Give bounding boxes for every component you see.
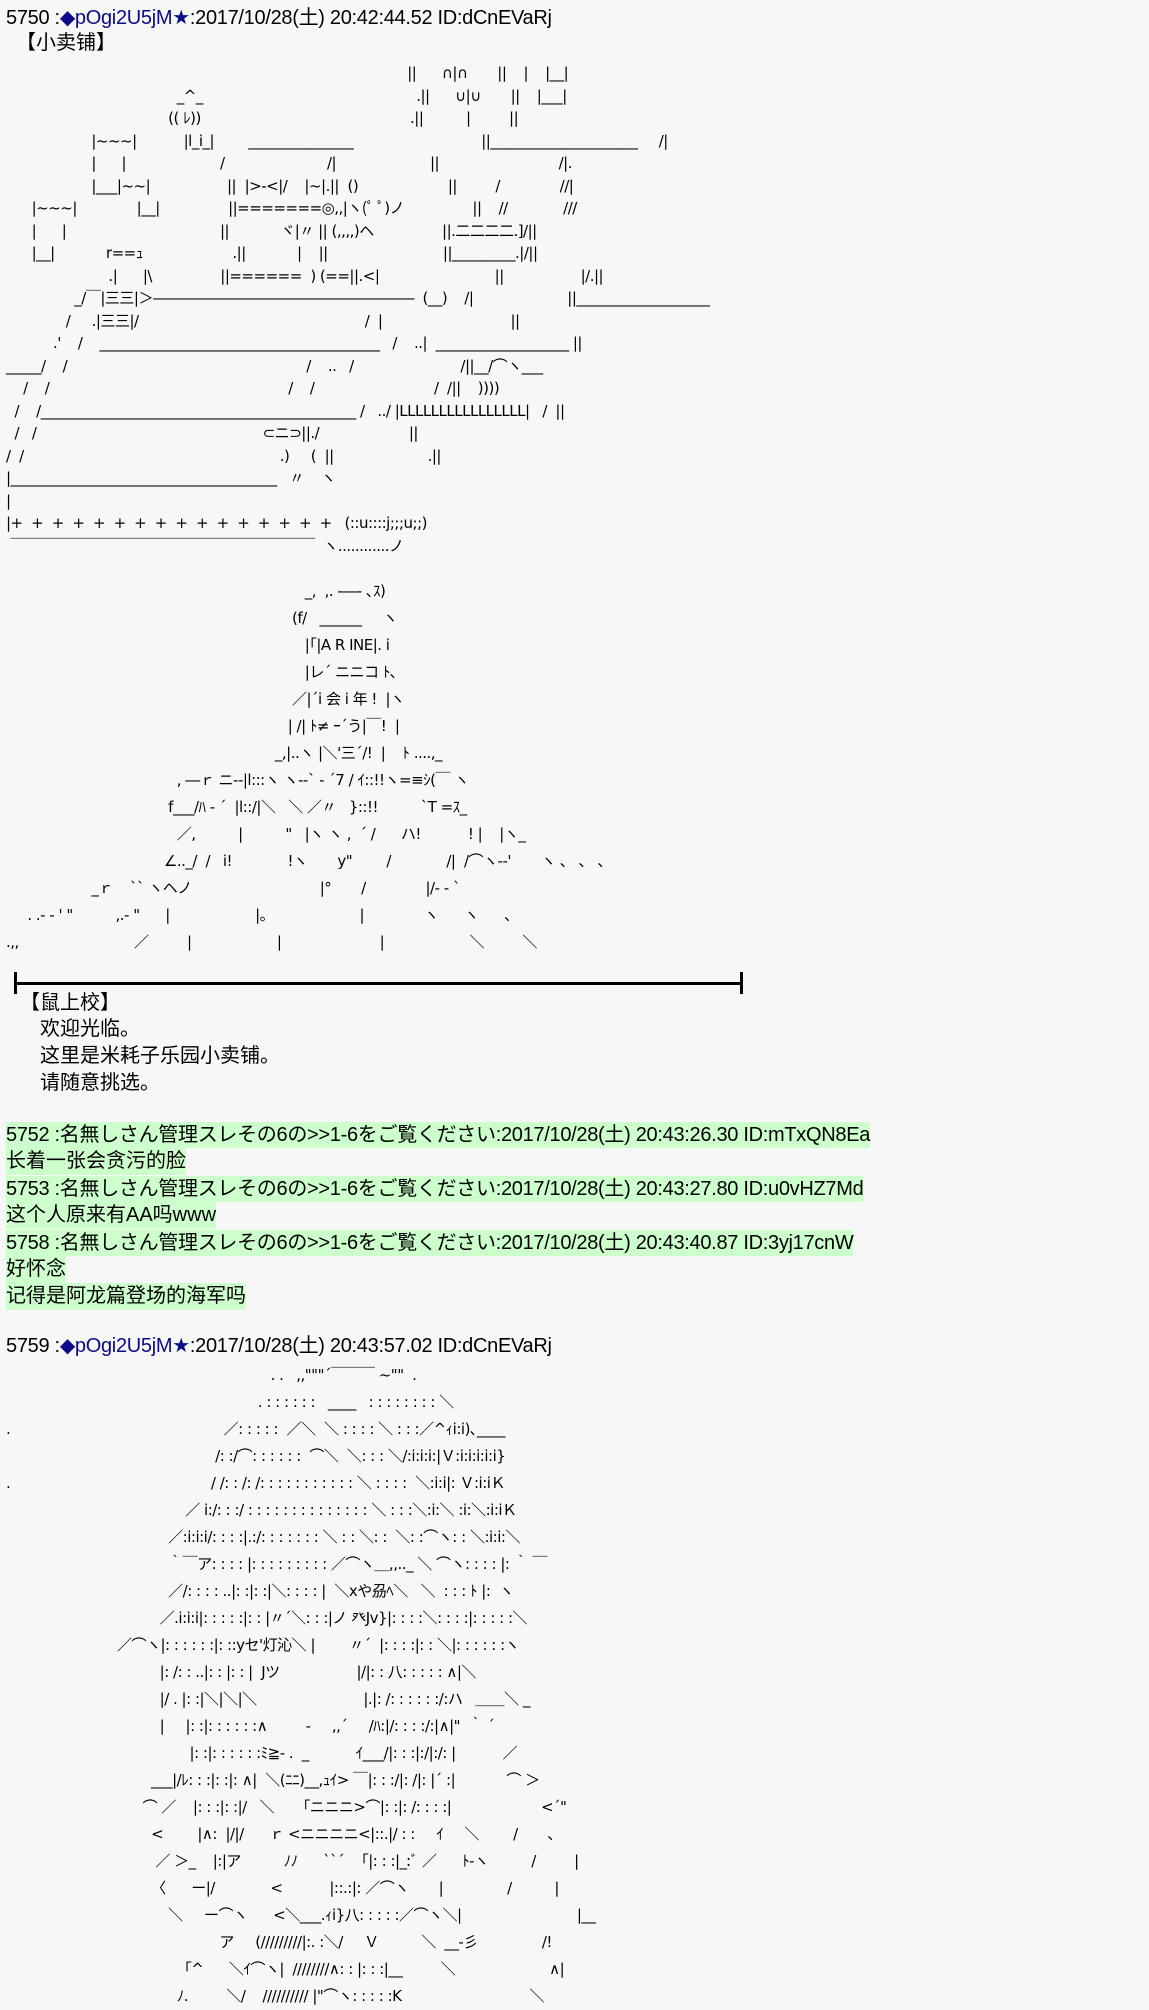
art-line: / / .) ( || .|| bbox=[6, 446, 441, 465]
art-line: ﾉ. ＼/ ////////// |"⌒ヽ: : : : :K ＼ bbox=[6, 1987, 545, 2005]
art-line: / .|三三|/ / | || bbox=[6, 311, 520, 330]
art-line: ∠.._/ / i! !ヽ y" / /| /⌒ヽ--' ヽ 、 、 、 bbox=[6, 852, 612, 870]
art-line: ⌒ ／ |: : :|: :|/ ＼ 「ニニニ>⌒|: :|: /: : : :… bbox=[6, 1798, 567, 1816]
post-date-id: :2017/10/28(土) 20:42:44.52 ID:dCnEVaRj bbox=[189, 7, 552, 29]
post-title: 【小卖铺】 bbox=[16, 32, 116, 54]
art-line: || ∩|∩ || | |__| bbox=[6, 64, 569, 82]
art-line: .| |\ ||====== ) (==||.<| || |/.|| bbox=[6, 266, 604, 285]
art-line: |: :|: : : : : :ﾐ≧- . _ ｲ___/|: : :|:/|:… bbox=[6, 1744, 518, 1762]
post-number: 5758 bbox=[6, 1232, 50, 1254]
art-line: . / /: : /: /: : : : : : : : : : : ＼ : :… bbox=[6, 1474, 505, 1492]
dialogue-line: 这里是米耗子乐园小卖铺。 bbox=[40, 1045, 280, 1067]
art-line: ア (/////////|:. :＼/ Ｖ ＼ __-彡 /! bbox=[6, 1933, 552, 1951]
art-line: ￣￣￣￣￣￣￣￣￣￣￣￣￣￣￣￣￣￣￣￣￣ ヽ............ノ bbox=[6, 536, 404, 555]
post-number: 5759 bbox=[6, 1335, 50, 1357]
art-line: |______________________________________ … bbox=[6, 469, 336, 487]
art-line: |レ´ ニニコ ﾄ､ bbox=[6, 663, 398, 681]
art-line: / / / / / /|| )))) bbox=[6, 379, 500, 397]
post-number: 5752 bbox=[6, 1124, 50, 1146]
art-line: , ―ｒ ニ-‐|l:::ヽ ヽ-‐` - ´7 / ｲ::!!ヽ=≡ｼ(￣ ヽ bbox=[6, 771, 470, 789]
star-icon: ★ bbox=[172, 1335, 190, 1357]
art-line: | |: :|: : : : : :∧ ‐ ,,´ /ﾊ:|/: : : :/:… bbox=[6, 1717, 495, 1735]
art-line: /: :/⌒: : : : : : ⌒＼ ＼: : : ＼/:i:i:i:|Ｖ:… bbox=[6, 1447, 506, 1465]
art-line: _^_ .|| ∪|∪ || |___| bbox=[6, 86, 568, 105]
art-line: ／ i:/: : :/ : : : : : : : : : : : : : : … bbox=[6, 1501, 517, 1519]
ascii-art-character: _, ,. -―- ､ｽ) (f/ ______ ヽ |｢|A R INE|. … bbox=[6, 578, 612, 956]
art-line: ／/: : : : ..|: :|: :|＼: : : : | ＼xや刕ﾍ＼ ＼… bbox=[6, 1582, 514, 1600]
separator-line bbox=[16, 982, 743, 985]
art-line: . . ,,"""´￣￣￣ ~"" . bbox=[6, 1366, 417, 1384]
art-line: |___|~~| || |>-<|/ |~|.|| () || / //| bbox=[6, 176, 574, 195]
post-number: 5750 bbox=[6, 7, 50, 29]
art-line: f___/ﾊ ‐ ´ |l::/|＼ ＼ ／〃 }::!! `T =ｽ_ bbox=[6, 798, 467, 816]
art-line: . .- ‐ ' " ,.- " | |。 | ヽ ヽ 、 bbox=[6, 906, 519, 924]
art-line: ／⌒ヽ|: : : : : :|: ::yセ'灯沁＼ | 〃´ |: : : :… bbox=[6, 1636, 520, 1654]
reply-text: 这个人原来有AA吗www bbox=[6, 1202, 217, 1229]
art-line: ｀￣ア: : : : |: : : : : : : : : ／⌒ヽ＿,,.._ … bbox=[6, 1555, 547, 1573]
art-line: .,, ／ | | | ＼ ＼ bbox=[6, 933, 537, 951]
art-line: |/ . |: :|＼|＼|＼ |.|: /: : : : : :/:ハ ＿＿＼… bbox=[6, 1690, 531, 1708]
poster-trip[interactable]: ◆pOgi2U5jM bbox=[59, 1335, 173, 1357]
art-line: .' / ___________________________________… bbox=[6, 334, 583, 352]
art-line: |__| r==ｭ .|| | || ||_________.|/|| bbox=[6, 244, 538, 262]
art-line: 〈 ー|/ < |::.:|: ／⌒ヽ | / | bbox=[6, 1879, 559, 1897]
art-line: | /| ﾄ≠ ｰ´う|￣! | bbox=[6, 717, 400, 735]
art-line: _,|..ヽ |＼'三´/! | ﾄ ....,_ bbox=[6, 744, 443, 762]
separator-end bbox=[14, 972, 17, 994]
art-line: | | || ヾ|〃 || (,,,,)ヘ ||.二二二二.]/|| bbox=[6, 221, 538, 240]
reply-header: 5753 :名無しさん管理スレその6の>>1-6をご覧ください:2017/10/… bbox=[6, 1176, 864, 1202]
art-line: . ／: : : : : ／＼ ＼ : : : : ＼ : : :／^ｨi:i)… bbox=[6, 1420, 505, 1438]
speaker-label: 【鼠上校】 bbox=[20, 992, 120, 1014]
art-line: _/￣|三三|＞―――――――――――――――――― (__) /| ||___… bbox=[6, 289, 710, 307]
reply-text: 好怀念 bbox=[6, 1256, 66, 1283]
art-line: . : : : : : : ____ : : : : : : : : ＼ bbox=[6, 1393, 454, 1411]
post-date-id: :2017/10/28(土) 20:43:57.02 ID:dCnEVaRj bbox=[189, 1335, 552, 1357]
art-line: ／:i:i:i/: : : :|.:/: : : : : : : ＼ : : ＼… bbox=[6, 1528, 520, 1546]
art-line: |｢|A R INE|. i bbox=[6, 636, 390, 654]
art-line: |~~~| |__| ||=======◎,,|ヽ(ﾟ ﾟ)ノ || // //… bbox=[6, 199, 578, 217]
art-line: |: /: : ..|: : |: : | Jツ |/|: : 八: : : :… bbox=[6, 1663, 477, 1681]
dialogue-line: 请随意挑选。 bbox=[40, 1072, 160, 1094]
art-line: | | / /| || /|. bbox=[6, 154, 572, 172]
post-number: 5753 bbox=[6, 1178, 50, 1200]
art-line: 「^ ＼ｲ⌒ヽ| ////////∧: : |: : :|__ ＼ ∧| bbox=[6, 1960, 565, 1978]
art-line: ／|´i 会 i 年 ! |ヽ bbox=[6, 690, 405, 708]
art-line: _ｒ `` ヽヘノ |° / |/- ‐ ` bbox=[6, 879, 460, 897]
reply-header: 5758 :名無しさん管理スレその6の>>1-6をご覧ください:2017/10/… bbox=[6, 1230, 854, 1256]
art-line: _, ,. -―- ､ｽ) bbox=[6, 582, 386, 600]
art-line: (( ﾚ)) .|| | || bbox=[6, 109, 519, 127]
reply-header: 5752 :名無しさん管理スレその6の>>1-6をご覧ください:2017/10/… bbox=[6, 1122, 871, 1148]
ascii-art-shop: || ∩|∩ || | |__| _^_ .|| ∪|∪ || |___| ((… bbox=[6, 62, 710, 557]
art-line: ／, | " |ヽ ヽ , ´ / ハ! ! | |ヽ_ bbox=[6, 825, 526, 843]
art-line: |+ + + + + + + + + + + + + + + + (::u:::… bbox=[6, 514, 427, 532]
art-line: | bbox=[6, 491, 11, 510]
art-line: / /_____________________________________… bbox=[6, 401, 566, 420]
art-line: < |∧: |/|/ ｒ <ニニニニ<|::.|/ : : ｲ ＼ / ､ bbox=[6, 1825, 555, 1843]
art-line: _____/ / / .. / /||__/⌒ヽ___ bbox=[6, 356, 543, 375]
art-line: |~~~| |l_i_| _______________ ||_________… bbox=[6, 131, 668, 150]
art-line: ／.i:i:i|: : : : :|: : |〃´＼: : :|ノ 癶Jv}|:… bbox=[6, 1609, 528, 1627]
art-line: (f/ ______ ヽ bbox=[6, 609, 398, 627]
art-line: ___|/ﾚ: : :|: :|: ∧| ＼(ﾆﾆ)__,ｭｲ> ￣|: : :… bbox=[6, 1771, 540, 1789]
reply-text: 长着一张会贪污的脸 bbox=[6, 1148, 186, 1175]
reply-text: 记得是阿龙篇登场的海军吗 bbox=[6, 1283, 246, 1310]
post-header: 5750 :◆pOgi2U5jM★:2017/10/28(土) 20:42:44… bbox=[6, 7, 552, 29]
separator-end bbox=[740, 972, 743, 994]
art-line: ／ ＞_ |:|ア ﾉﾉ ``´ ｢|: : :|_:ﾞ ／ ﾄ-ヽ / | bbox=[6, 1852, 579, 1870]
ascii-art-character-2: . . ,,"""´￣￣￣ ~"" . . : : : : : : ____ :… bbox=[6, 1362, 596, 2010]
star-icon: ★ bbox=[172, 7, 190, 29]
post-header: 5759 :◆pOgi2U5jM★:2017/10/28(土) 20:43:57… bbox=[6, 1335, 552, 1357]
art-line: / / ⊂ニ⊃||./ || bbox=[6, 424, 419, 442]
dialogue-line: 欢迎光临。 bbox=[40, 1018, 140, 1040]
poster-trip[interactable]: ◆pOgi2U5jM bbox=[59, 7, 173, 29]
art-line: ＼ ー⌒ヽ <＼___.ｨi}八: : : : :／⌒ヽ＼| |__ bbox=[6, 1906, 596, 1924]
